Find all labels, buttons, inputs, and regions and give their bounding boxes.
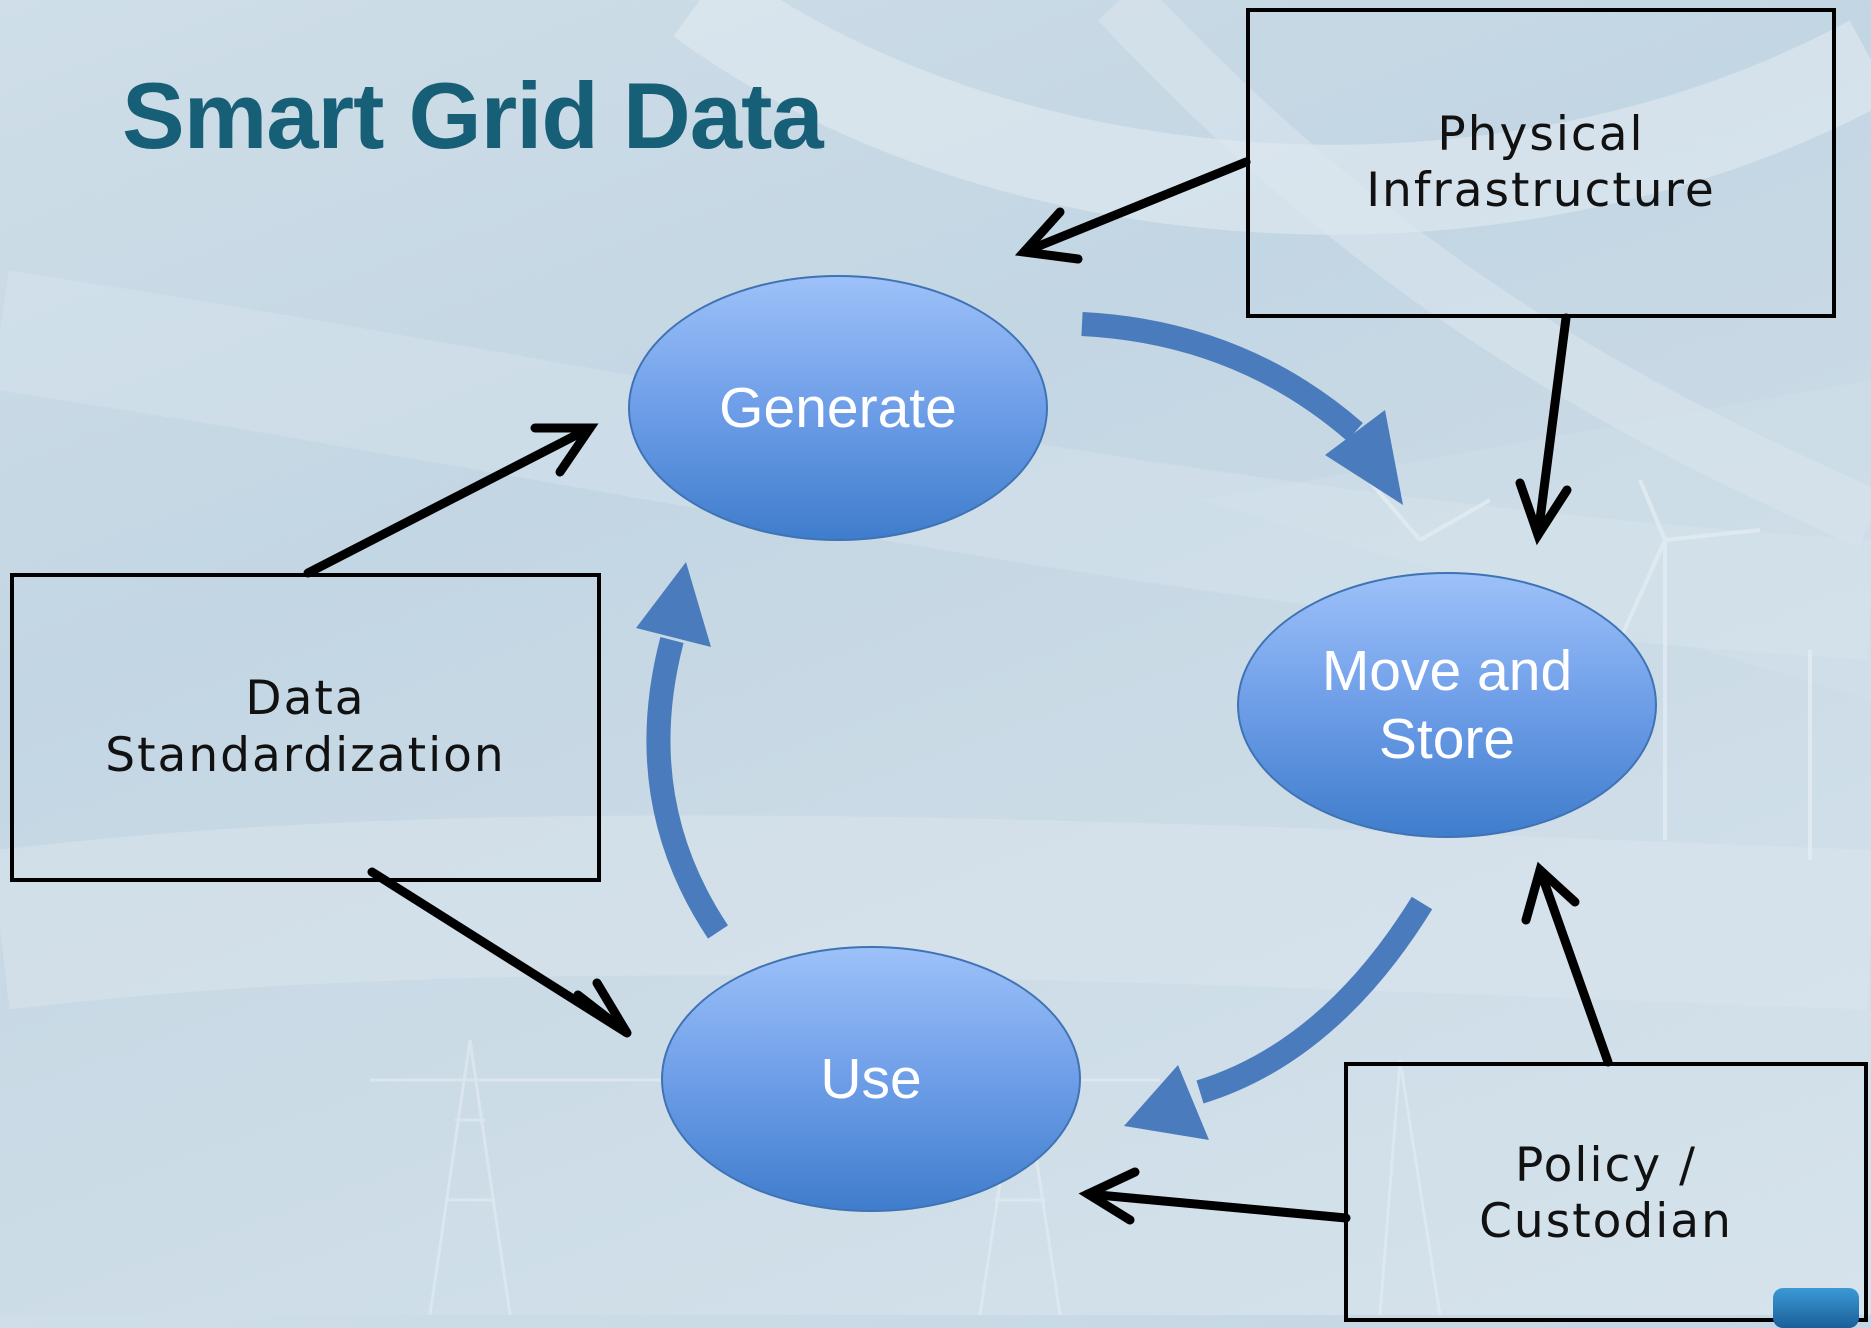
generate-label: Generate	[719, 375, 957, 440]
cycle-arrow-generate-to-store	[1081, 312, 1363, 442]
arrow-policy-to-store	[1535, 865, 1613, 1067]
move-and-store-node: Move and Store	[1237, 572, 1657, 838]
cycle-arrow-store-to-use	[1196, 896, 1433, 1104]
policy-custodian-box: Policy / Custodian	[1344, 1062, 1868, 1322]
physical-infrastructure-line-1: Physical	[1437, 106, 1645, 162]
cycle-arrowhead-generate	[636, 562, 711, 647]
data-standardization-line-2: Standardization	[105, 727, 506, 783]
cycle-arrowhead-store	[1325, 410, 1403, 505]
arrow-standardization-to-use	[367, 867, 632, 1038]
move-and-store-line-1: Move and	[1321, 638, 1573, 703]
use-node: Use	[661, 946, 1081, 1212]
physical-infrastructure-box: Physical Infrastructure	[1246, 8, 1836, 318]
arrow-policy-to-use	[1083, 1189, 1351, 1223]
page-title: Smart Grid Data	[122, 63, 824, 168]
policy-custodian-line-2: Custodian	[1479, 1194, 1733, 1250]
arrow-infrastructure-to-store	[1533, 313, 1571, 540]
generate-node: Generate	[628, 275, 1048, 541]
data-standardization-line-1: Data	[245, 671, 366, 727]
data-standardization-box: Data Standardization	[10, 573, 601, 882]
arrow-infrastructure-to-generate	[1019, 157, 1251, 257]
policy-custodian-line-1: Policy /	[1515, 1138, 1697, 1193]
arrow-standardization-to-generate	[303, 423, 595, 578]
physical-infrastructure-line-2: Infrastructure	[1366, 163, 1716, 218]
corner-logo	[1773, 1288, 1859, 1328]
cycle-arrow-use-to-generate	[646, 636, 728, 939]
move-and-store-line-2: Store	[1378, 707, 1516, 771]
use-label: Use	[820, 1046, 922, 1111]
cycle-arrowhead-use	[1124, 1065, 1209, 1140]
